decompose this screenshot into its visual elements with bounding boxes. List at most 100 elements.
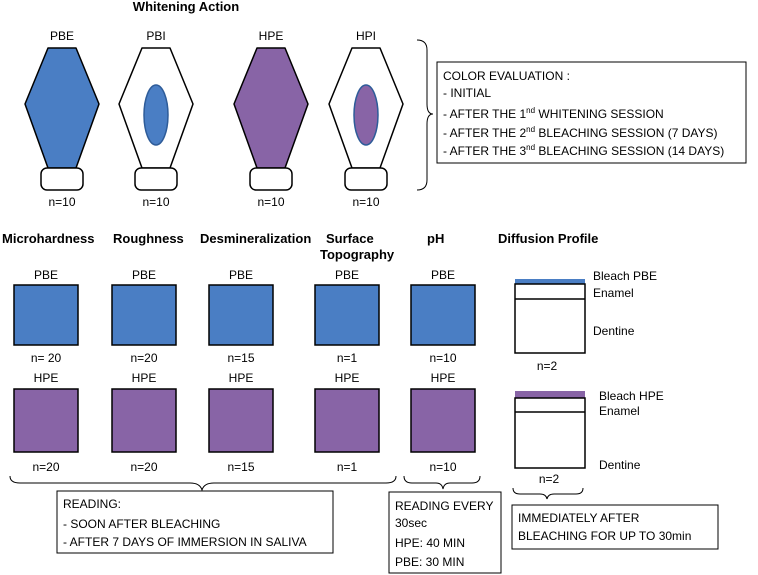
test-top-label: PBE [34, 268, 58, 282]
bottle-n: n=10 [142, 195, 169, 209]
test-top-sample [410, 284, 476, 346]
bottle-hpe: HPE n=10 [233, 29, 309, 209]
color-eval-item-4: - AFTER THE 3nd BLEACHING SESSION (14 DA… [443, 143, 724, 158]
diffusion-top-tooth [514, 283, 586, 354]
test-bottom-n: n=10 [429, 460, 456, 474]
bottle-pbi: PBI n=10 [118, 29, 194, 209]
test-bottom-sample [410, 388, 476, 453]
bottle-cap [249, 167, 293, 191]
ph-brace [403, 475, 481, 490]
test-top-n: n=1 [337, 351, 358, 365]
diffusion-top-enamel-label: Enamel [593, 286, 634, 300]
test-bottom-sample [13, 388, 79, 453]
diffusion-top-n: n=2 [537, 359, 558, 373]
test-bottom-n: n=15 [227, 460, 254, 474]
bottle-hpi: HPI n=10 [328, 29, 404, 209]
test-bottom-label: HPE [229, 371, 254, 385]
bottles: PBE n=10 PBI n=10 HPE n=10 HPI n=10 [24, 29, 404, 209]
test-top-n: n=10 [429, 351, 456, 365]
test-bottom-sample [111, 388, 177, 453]
color-eval-item-1: - INITIAL [443, 86, 491, 100]
test-bottom-label: HPE [431, 371, 456, 385]
bottle-label: PBI [146, 29, 165, 43]
test-bottom-sample [208, 388, 274, 453]
reading-line-2: - SOON AFTER BLEACHING [63, 517, 220, 531]
diffusion-top-dentine-label: Dentine [593, 324, 635, 338]
test-top-sample [111, 284, 177, 346]
diffusion-bottom-bleach-label: Bleach HPE [599, 389, 664, 403]
diffusion-heading: Diffusion Profile [498, 231, 598, 246]
ph-reading-line-1: READING EVERY [395, 499, 493, 513]
diffusion-top-bleach-label: Bleach PBE [593, 269, 657, 283]
color-eval-item-3: - AFTER THE 2nd BLEACHING SESSION (7 DAY… [443, 125, 718, 140]
test-top-label: PBE [431, 268, 455, 282]
color-eval-box [436, 61, 747, 164]
diffusion-bottom-n: n=2 [539, 472, 560, 486]
diffusion-top-bleach-layer [515, 279, 585, 284]
test-bottom-label: HPE [335, 371, 360, 385]
bottle-sample [143, 84, 169, 146]
bottle-cap [134, 167, 178, 191]
bottle-cap [344, 167, 388, 191]
test-heading: Microhardness [2, 231, 94, 246]
diffusion-timing-box [511, 504, 719, 550]
bottle-body [24, 47, 100, 169]
test-heading-line-2: Topography [320, 247, 395, 262]
bottle-cap [40, 167, 84, 191]
reading-line-1: READING: [63, 497, 121, 511]
test-top-label: PBE [132, 268, 156, 282]
test-top-n: n=20 [130, 351, 157, 365]
ph-reading-line-2: 30sec [395, 516, 427, 530]
diffusion-brace [512, 487, 584, 500]
test-bottom-n: n=20 [130, 460, 157, 474]
test-heading: Surface [326, 231, 374, 246]
ph-reading-line-4: PBE: 30 MIN [395, 555, 464, 569]
test-bottom-n: n=1 [337, 460, 358, 474]
bottle-body [233, 47, 309, 169]
bottle-label: PBE [50, 29, 74, 43]
ph-reading-line-3: HPE: 40 MIN [395, 536, 465, 550]
bottle-sample [353, 84, 379, 146]
color-eval-brace [416, 39, 434, 191]
test-heading: Desmineralization [200, 231, 311, 246]
reading-box [56, 490, 334, 554]
bottle-n: n=10 [352, 195, 379, 209]
test-bottom-label: HPE [132, 371, 157, 385]
test-top-label: PBE [229, 268, 253, 282]
test-bottom-sample [314, 388, 380, 453]
bottle-n: n=10 [48, 195, 75, 209]
bottle-pbe: PBE n=10 [24, 29, 100, 209]
diffusion-bottom-enamel-label: Enamel [599, 404, 640, 418]
diffusion-timing-line-2: BLEACHING FOR UP TO 30min [518, 529, 691, 543]
test-top-sample [208, 284, 274, 346]
title: Whitening Action [133, 0, 239, 14]
test-top-n: n=15 [227, 351, 254, 365]
diffusion-bottom-tooth [514, 397, 586, 469]
bottle-label: HPE [259, 29, 284, 43]
test-heading: Roughness [113, 231, 184, 246]
diffusion-bottom-dentine-label: Dentine [599, 458, 641, 472]
test-top-sample [314, 284, 380, 346]
test-bottom-n: n=20 [32, 460, 59, 474]
test-top-sample [13, 284, 79, 346]
test-bottom-label: HPE [34, 371, 59, 385]
diffusion-timing-line-1: IMMEDIATELY AFTER [518, 511, 640, 525]
diffusion-bottom-bleach-layer [515, 391, 585, 398]
tests-brace [9, 475, 397, 492]
color-eval-item-2: - AFTER THE 1nd WHITENING SESSION [443, 106, 664, 121]
reading-line-3: - AFTER 7 DAYS OF IMMERSION IN SALIVA [63, 535, 307, 549]
color-eval-heading: COLOR EVALUATION : [443, 69, 570, 83]
test-top-n: n= 20 [31, 351, 62, 365]
bottle-label: HPI [356, 29, 376, 43]
ph-reading-box [388, 491, 502, 574]
test-heading: pH [427, 231, 444, 246]
test-top-label: PBE [335, 268, 359, 282]
bottle-n: n=10 [257, 195, 284, 209]
